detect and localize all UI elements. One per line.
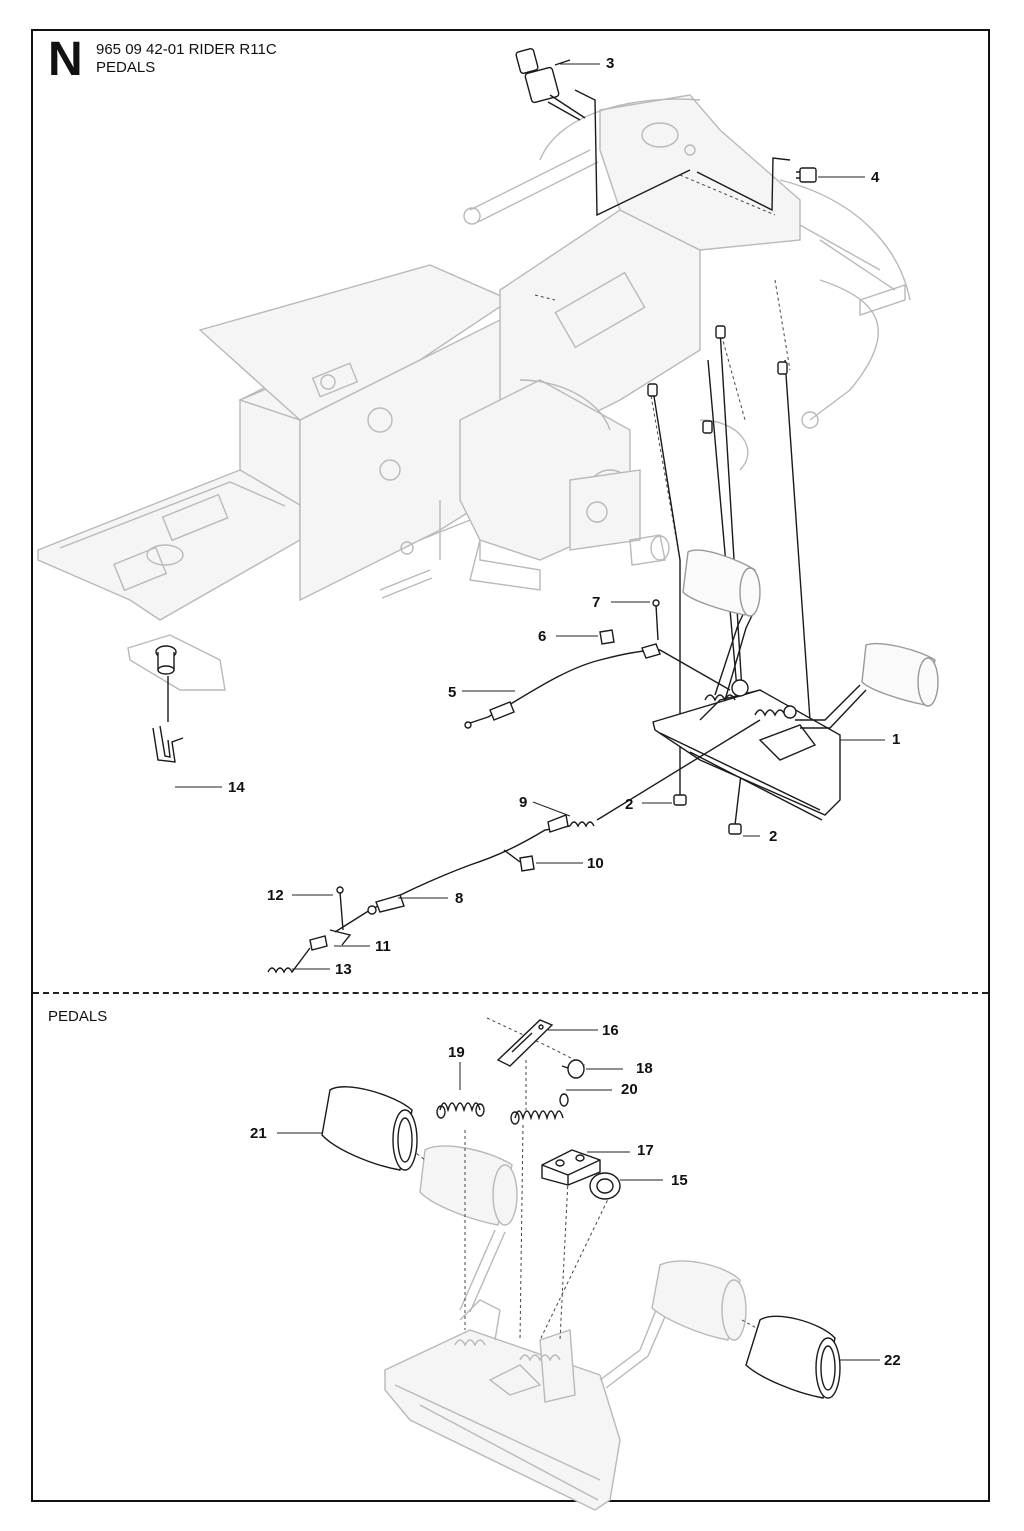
callout-2-right: 2 [769,828,778,845]
callout-2-left: 2 [625,796,634,813]
spring-part-9 [569,719,761,828]
callout-13: 13 [335,961,352,978]
callout-20: 20 [621,1081,638,1098]
bolt-part-4 [796,167,817,183]
callout-9: 9 [519,794,528,811]
callout-4: 4 [871,169,880,186]
spring-part-20 [510,1093,569,1125]
spring-part-19 [436,1102,485,1119]
chassis-frame-ghost [37,94,911,621]
bracket-part-11 [309,929,352,951]
pin-part-18 [561,1059,585,1079]
bushing-part-15 [589,1172,621,1200]
bolt-part-2-right [728,823,742,835]
callout-19: 19 [448,1044,465,1061]
plate-part-16 [496,1019,554,1067]
callout-12: 12 [267,887,284,904]
pedal-base-ghost [384,1145,747,1511]
switch-part-3 [515,48,586,121]
spring-part-13 [267,947,311,974]
section-divider [33,992,988,994]
callout-7: 7 [592,594,601,611]
pin-part-7 [652,599,660,641]
callout-8: 8 [455,890,464,907]
bolt-part-2-left [673,770,687,806]
clip-part-10 [503,849,535,872]
callout-14: 14 [228,779,245,796]
pedal-assembly-part-1 [652,549,939,821]
callout-3: 3 [606,55,615,72]
lower-section-title: PEDALS [48,1008,108,1025]
clip-part-6 [599,629,615,645]
callout-5: 5 [448,684,457,701]
assembly-title: PEDALS [96,59,156,76]
cable-part-5 [464,643,731,729]
block-part-17 [541,1149,601,1186]
callout-15: 15 [671,1172,688,1189]
callout-1: 1 [892,731,901,748]
callout-18: 18 [636,1060,653,1077]
cable-part-8 [334,814,571,933]
pedal-pad-part-21 [321,1086,418,1171]
callout-16: 16 [602,1022,619,1039]
callout-6: 6 [538,628,547,645]
model-title: 965 09 42-01 RIDER R11C [96,41,277,58]
diagram-frame [31,29,990,1502]
callout-10: 10 [587,855,604,872]
callout-21: 21 [250,1125,267,1142]
callout-22: 22 [884,1352,901,1369]
pedal-pad-part-22 [745,1315,841,1399]
pin-part-12 [336,886,344,931]
rod-part-14 [127,634,226,763]
section-letter: N [48,33,83,86]
callout-11: 11 [375,938,391,955]
callout-17: 17 [637,1142,654,1159]
